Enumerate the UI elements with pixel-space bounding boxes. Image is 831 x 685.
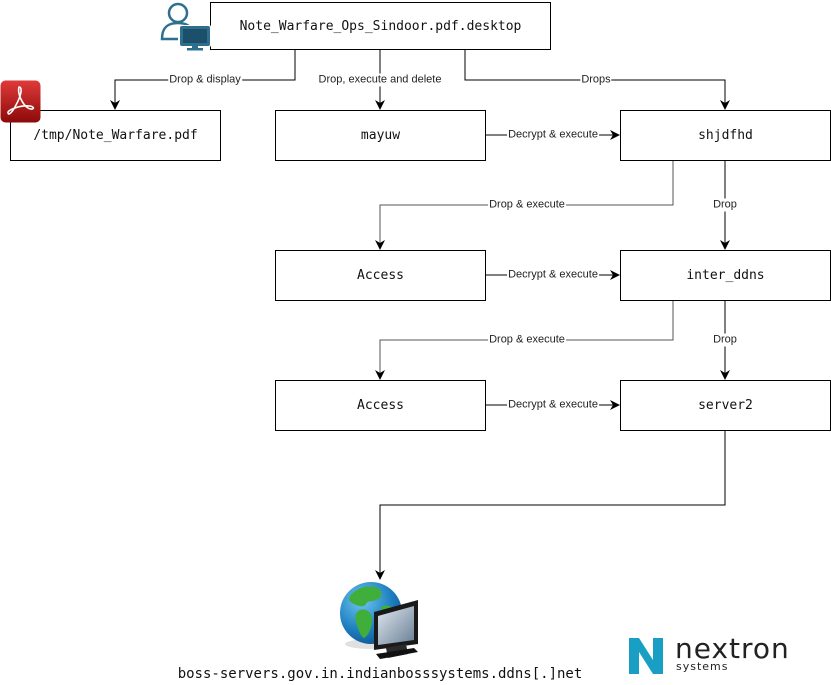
node-access-2-label: Access [357, 398, 404, 413]
edge-label-decrypt-execute-1: Decrypt & execute [507, 128, 599, 142]
edge-label-drop-2: Drop [712, 333, 738, 347]
node-shjdfhd-label: shjdfhd [698, 128, 753, 143]
edge-label-decrypt-execute-3: Decrypt & execute [507, 398, 599, 412]
node-desktop-file[interactable]: Note_Warfare_Ops_Sindoor.pdf.desktop [210, 2, 551, 50]
node-inter-ddns-label: inter_ddns [686, 268, 765, 283]
nextron-n-mark-icon [629, 638, 663, 674]
node-inter-ddns[interactable]: inter_ddns [620, 250, 831, 301]
edge-label-drop-execute-1: Drop & execute [488, 198, 566, 212]
node-shjdfhd[interactable]: shjdfhd [620, 110, 831, 161]
adobe-pdf-icon [0, 80, 41, 123]
c2-endpoint-label: boss-servers.gov.in.indianbosssystems.dd… [177, 666, 583, 682]
logo-main-text: nextron [675, 632, 790, 665]
globe-monitor-icon [340, 582, 418, 659]
edge-label-drop-execute-delete: Drop, execute and delete [317, 73, 443, 87]
node-access-2[interactable]: Access [275, 380, 486, 431]
edge-label-drops: Drops [580, 73, 612, 87]
node-mayuw[interactable]: mayuw [275, 110, 486, 161]
node-server2[interactable]: server2 [620, 380, 831, 431]
edge-server2-to-c2 [375, 431, 726, 580]
node-mayuw-label: mayuw [360, 128, 401, 143]
node-desktop-file-label: Note_Warfare_Ops_Sindoor.pdf.desktop [239, 18, 522, 34]
node-access-1-label: Access [357, 268, 404, 283]
edge-label-decrypt-execute-2: Decrypt & execute [507, 268, 599, 282]
edge-label-drop-display: Drop & display [168, 73, 242, 87]
node-access-1[interactable]: Access [275, 250, 486, 301]
edge-label-drop-execute-2: Drop & execute [488, 333, 566, 347]
user-computer-icon [160, 2, 211, 51]
logo-sub-text: systems [676, 660, 729, 673]
node-server2-label: server2 [698, 398, 753, 413]
edge-label-drop-1: Drop [712, 198, 738, 212]
node-pdf-file[interactable]: /tmp/Note_Warfare.pdf [10, 110, 221, 161]
nextron-logo: nextron systems [627, 632, 827, 676]
node-pdf-file-label: /tmp/Note_Warfare.pdf [33, 128, 198, 143]
